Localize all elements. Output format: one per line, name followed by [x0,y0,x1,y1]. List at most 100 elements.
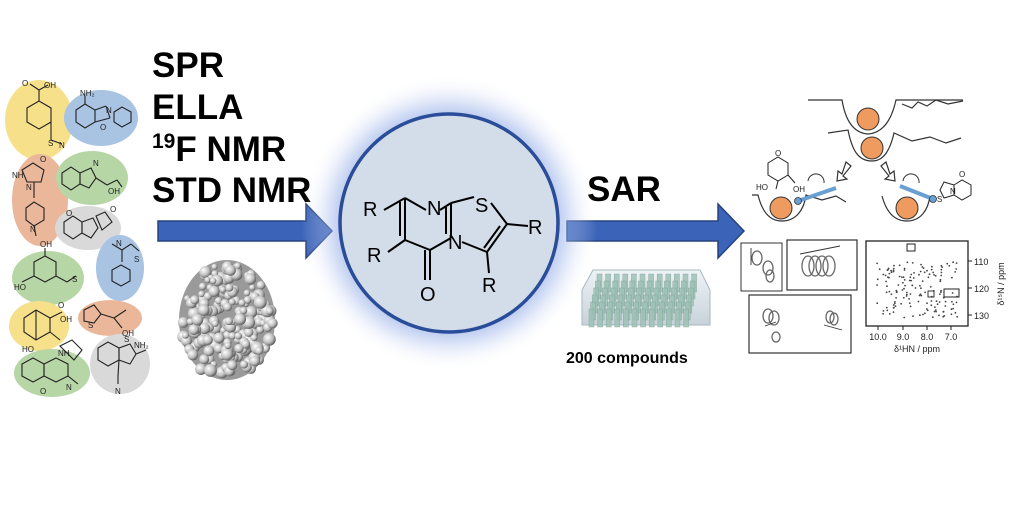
hsqc-peak [951,292,954,294]
protein-atom [211,320,219,327]
sugar-ligand [767,156,796,190]
protein-atom [249,355,261,367]
frag-s-3: S [134,255,139,264]
hsqc-peak [951,276,953,279]
protein-atom [243,296,252,304]
hsqc-peak [940,271,943,274]
hsqc-peak [955,262,958,264]
y-axis-label: δ¹⁵N / ppm [996,262,1006,305]
hsqc-peak [933,274,935,276]
frag-o-2: O [100,123,106,132]
hsqc-peak [892,269,895,272]
protein-pocket-ball-2 [860,136,884,160]
hsqc-peak [954,311,957,314]
microplate-wells [588,273,697,328]
protein-atom [255,346,264,355]
sugar-labels: O HO OH [756,149,805,194]
scaffold-o-atom: O [420,284,436,306]
fragment-library: OH O S N NH₂ N O O N​H N N N OH O O OH H… [5,79,150,397]
hsqc-peak [908,298,910,300]
method-std-nmr: STD NMR [152,171,312,210]
hsqc-peak [911,284,914,287]
hsqc-peak [928,273,931,276]
sugar-o: O [775,149,781,158]
hsqc-peak [888,290,891,293]
hsqc-peak [909,305,912,308]
protein-pocket-ball-1 [856,107,880,131]
protein-atom [240,360,249,369]
fragment-structures [21,83,147,385]
protein-atom [223,302,232,312]
frag-n-2: N [106,106,112,115]
protein-atom [256,280,266,290]
hsqc-peak [886,285,888,288]
hsqc-peak [918,294,921,297]
fragment-bubble-6 [12,251,84,305]
plate-well [666,308,672,328]
protein-atom [224,317,233,326]
protein-atom [234,262,242,270]
hsqc-peak [882,273,885,276]
hsqc-peak [926,309,929,312]
protein-atom [202,334,213,346]
protein-atom [220,348,234,361]
hsqc-peak [911,262,914,264]
fragment-bubble-4 [56,151,128,205]
y-tick-3: 130 [974,311,989,321]
protein-atom [228,332,236,340]
f-nmr-text: F NMR [175,130,287,169]
protein-atom [213,332,225,344]
hsqc-peak [940,274,943,277]
frag-n-1: N [59,141,65,150]
y-tick-2: 120 [974,284,989,294]
hsqc-peak [919,314,921,317]
hsqc-peak [898,275,901,278]
x-tick-1: 10.0 [869,332,887,342]
protein-pocket-ball-3 [769,196,793,220]
hsqc-peak [955,268,958,270]
method-spr: SPR [152,46,224,85]
hsqc-peak [952,261,954,264]
fragment-bubble-8 [9,301,69,351]
fragment-bubble-1 [5,80,73,160]
microplate-200-compounds [581,269,711,328]
protein-atom [249,284,256,291]
hsqc-peak [942,315,945,318]
protein-atom [199,354,210,365]
scaffold-n-top: N [427,198,441,220]
hsqc-peak [934,275,937,277]
frag-n-3: N [26,183,32,192]
hsqc-peak [890,293,893,296]
hsqc-peak [924,291,926,294]
frag-n-5: N [93,159,99,168]
frag-s-2: S [72,275,77,284]
hsqc-peak [885,291,888,294]
protein-atom [245,305,258,319]
protein-atom [188,324,200,335]
hsqc-peak [920,287,922,290]
hsqc-peak [902,281,904,284]
hsqc-peak [950,313,953,316]
hsqc-peak [934,306,936,308]
hsqc-peak [941,266,944,268]
frag-o-1: O [22,79,28,88]
hsqc-peak [895,297,897,299]
hsqc-peak [901,276,903,278]
sugar-ho: HO [756,183,768,192]
frag-oh-1: OH [44,81,56,90]
hsqc-peak [919,270,922,273]
hsqc-peaks [876,261,959,319]
hsqc-peak [929,286,932,288]
hsqc-peak [890,269,892,272]
protein-atom [241,339,251,349]
hsqc-peak [919,284,921,287]
hsqc-peak [895,291,898,293]
protein-atom [214,297,223,305]
hsqc-peak [926,302,928,305]
scaffold-r-top-left: R [363,199,377,221]
hsqc-peak [944,305,947,307]
protein-atom [228,298,236,306]
frag-ho-2: HO [22,345,34,354]
hsqc-peak [931,265,933,268]
